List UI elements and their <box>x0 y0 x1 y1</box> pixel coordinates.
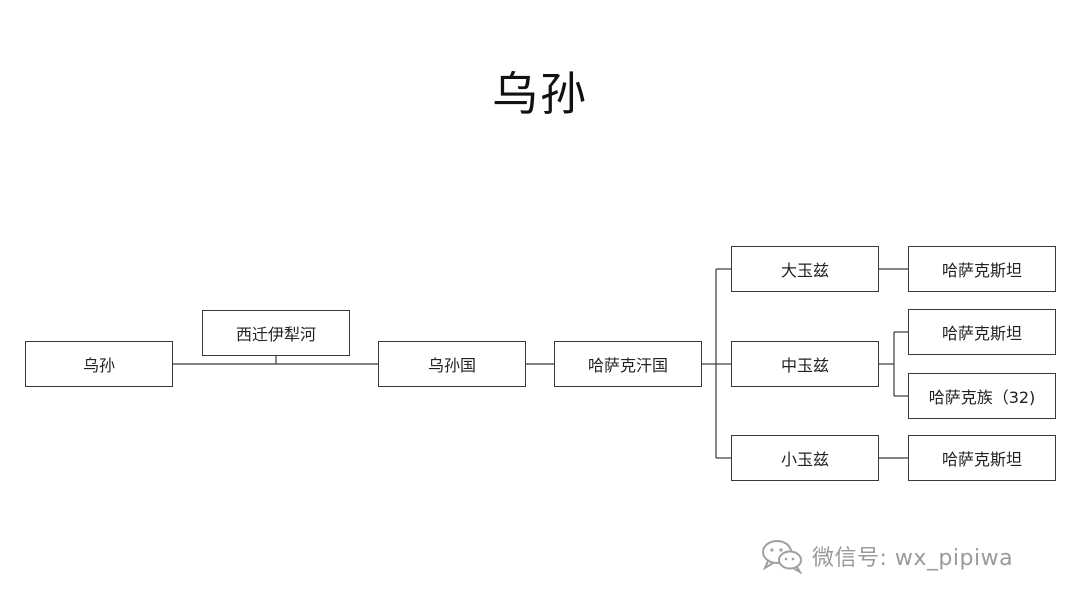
node-great-juz: 大玉兹 <box>731 246 879 292</box>
watermark-text: 微信号: wx_pipiwa <box>812 546 1014 571</box>
node-little-juz: 小玉兹 <box>731 435 879 481</box>
diagram-title: 乌孙 <box>492 67 588 121</box>
node-wusun: 乌孙 <box>25 341 173 387</box>
node-wusun-state: 乌孙国 <box>378 341 526 387</box>
node-kazakh-khanate: 哈萨克汗国 <box>554 341 702 387</box>
node-xiqian-yili: 西迁伊犁河 <box>202 310 350 356</box>
node-kazakhstan-middle: 哈萨克斯坦 <box>908 309 1056 355</box>
node-kazakhstan-little: 哈萨克斯坦 <box>908 435 1056 481</box>
node-middle-juz: 中玉兹 <box>731 341 879 387</box>
wechat-icon <box>762 540 803 574</box>
watermark: 微信号: wx_pipiwa <box>760 538 1013 574</box>
node-kazakh-people: 哈萨克族（32) <box>908 373 1056 419</box>
node-kazakhstan-great: 哈萨克斯坦 <box>908 246 1056 292</box>
